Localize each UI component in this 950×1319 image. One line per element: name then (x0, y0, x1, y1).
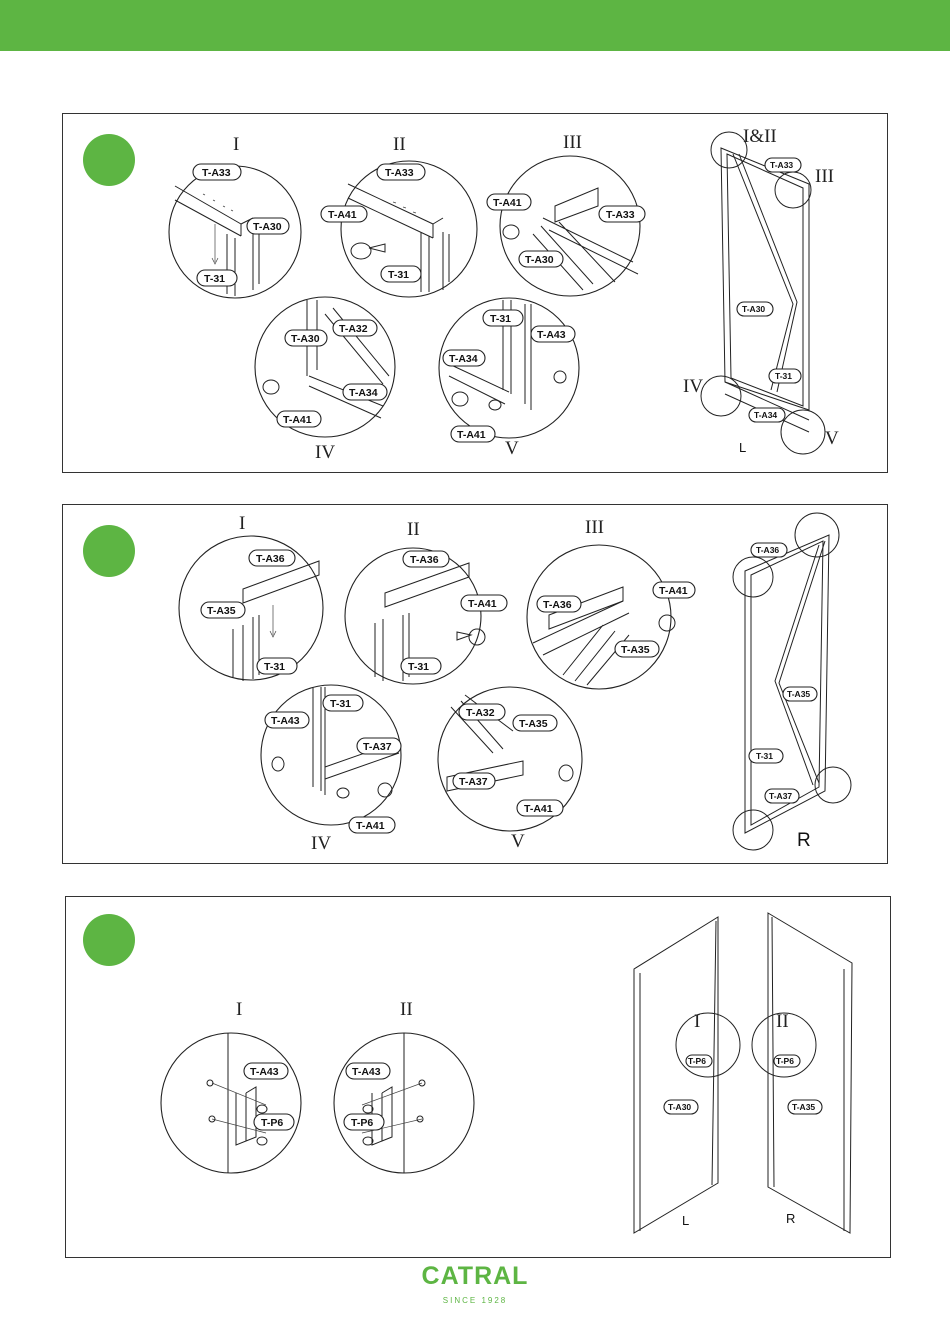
step3-overview-panels: I II T-P6 T-P6 T-A30 T-A35 L R (633, 912, 853, 1234)
step3-overview-title-I: I (694, 1011, 700, 1032)
step3-detail-II: II T-A43 T-P6 (333, 999, 475, 1174)
step1-overview-frame: I&II III IV V T-A33 T-A30 T-31 T-A34 L (683, 126, 839, 455)
step-1-illustration: I T-A33 T-A30 T-31 II T-A41 T-A33 (168, 126, 839, 463)
step3-ov-label-T-A30: T-A30 (668, 1102, 691, 1112)
step1-label-T-A41-d: T-A41 (457, 429, 486, 441)
step-2-panel: I T-A36 T-A35 T-31 II T-A36 T-A41 T-31 (62, 504, 888, 864)
step2-label-T-A37-a: T-A37 (363, 741, 392, 753)
step-3-illustration: I T-A43 T-P6 II T-A43 (160, 912, 853, 1234)
step1-label-T-31-b: T-31 (388, 269, 409, 281)
step1-label-T-A32-a: T-A32 (339, 323, 368, 335)
step3-detail-I: I T-A43 T-P6 (160, 999, 302, 1174)
step2-title-V: V (511, 831, 525, 852)
step1-title-IV: IV (315, 442, 335, 463)
header-bar (0, 0, 950, 51)
step-1-marker (83, 134, 135, 186)
step1-detail-IV: IV T-A30 T-A32 T-A34 T-A41 (254, 296, 396, 463)
step-3-panel: I T-A43 T-P6 II T-A43 (65, 896, 891, 1258)
step2-label-T-A41-a: T-A41 (468, 598, 497, 610)
step2-label-T-A43-a: T-A43 (271, 715, 300, 727)
step1-label-T-A34-b: T-A34 (449, 353, 478, 365)
step2-label-T-A32-a: T-A32 (466, 707, 495, 719)
step2-label-T-A36-c: T-A36 (543, 599, 572, 611)
step2-detail-III: III T-A36 T-A41 T-A35 (526, 517, 696, 690)
step1-detail-III: III T-A41 T-A33 T-A30 (486, 132, 646, 297)
step2-label-T-A41-d: T-A41 (524, 803, 553, 815)
step1-label-T-A41-a: T-A41 (328, 209, 357, 221)
step1-detail-I: I T-A33 T-A30 T-31 (168, 134, 302, 299)
step3-title-II: II (400, 999, 413, 1020)
step2-ov-label-T-A36: T-A36 (756, 545, 779, 555)
step2-label-T-A37-b: T-A37 (459, 776, 488, 788)
step1-label-T-A33-b: T-A33 (385, 167, 414, 179)
step3-ov-label-T-P6-a: T-P6 (688, 1056, 706, 1066)
step1-label-T-A30-b: T-A30 (525, 254, 554, 266)
step1-overview-title-I&II: I&II (743, 126, 777, 147)
step1-title-I: I (233, 134, 239, 155)
step1-label-T-31-c: T-31 (490, 313, 511, 325)
step3-side-label-R: R (786, 1211, 795, 1226)
step2-label-T-A35-c: T-A35 (519, 718, 548, 730)
step3-overview-title-II: II (776, 1011, 789, 1032)
step3-ov-label-T-P6-b: T-P6 (776, 1056, 794, 1066)
step2-label-T-A35-b: T-A35 (621, 644, 650, 656)
step2-title-IV: IV (311, 833, 331, 854)
step1-label-T-A41-c: T-A41 (283, 414, 312, 426)
step-2-marker (83, 525, 135, 577)
step2-ov-label-T-31: T-31 (756, 751, 773, 761)
step1-label-T-A34-a: T-A34 (349, 387, 378, 399)
step2-title-I: I (239, 513, 245, 534)
step1-label-T-A43-a: T-A43 (537, 329, 566, 341)
step2-label-T-31-b: T-31 (408, 661, 429, 673)
step2-detail-V: V T-A32 T-A35 T-A37 T-A41 (437, 686, 583, 852)
brand-tagline: SINCE 1928 (442, 1296, 508, 1305)
step2-label-T-31-c: T-31 (330, 698, 351, 710)
step2-label-T-A36-a: T-A36 (256, 553, 285, 565)
step1-title-III: III (563, 132, 582, 153)
step2-label-T-A35-a: T-A35 (207, 605, 236, 617)
step1-ov-label-T-31: T-31 (775, 371, 792, 381)
step2-label-T-A41-b: T-A41 (659, 585, 688, 597)
brand-logo: CATRAL (421, 1262, 529, 1290)
step2-label-T-A41-c: T-A41 (356, 820, 385, 832)
step2-title-III: III (585, 517, 604, 538)
step1-ov-label-T-A30: T-A30 (742, 304, 765, 314)
step1-overview-title-III: III (815, 166, 834, 187)
step2-side-label: R (797, 830, 811, 851)
step1-detail-II: II T-A41 T-A33 T-31 (320, 134, 478, 298)
step1-side-label: L (739, 440, 746, 455)
step3-label-T-A43-a: T-A43 (250, 1066, 279, 1078)
step-2-illustration: I T-A36 T-A35 T-31 II T-A36 T-A41 T-31 (178, 512, 852, 854)
step2-ov-label-T-A37: T-A37 (769, 791, 792, 801)
step1-label-T-A30-a: T-A30 (253, 221, 282, 233)
step2-detail-I: I T-A36 T-A35 T-31 (178, 513, 324, 681)
step1-label-T-A41-b: T-A41 (493, 197, 522, 209)
step1-label-T-A33-a: T-A33 (202, 167, 231, 179)
step2-overview-frame: T-A36 T-A35 T-31 T-A37 R (732, 512, 852, 851)
step1-overview-title-V: V (825, 428, 839, 449)
step1-label-T-A30-c: T-A30 (291, 333, 320, 345)
step3-side-label-L: L (682, 1213, 689, 1228)
step2-detail-II: II T-A36 T-A41 T-31 (344, 519, 508, 685)
step2-ov-label-T-A35: T-A35 (787, 689, 810, 699)
step1-ov-label-T-A34: T-A34 (754, 410, 777, 420)
step2-detail-IV: IV T-A43 T-31 T-A37 T-A41 (260, 684, 402, 854)
step-1-panel: I T-A33 T-A30 T-31 II T-A41 T-A33 (62, 113, 888, 473)
step1-ov-label-T-A33: T-A33 (770, 160, 793, 170)
step1-label-T-31-a: T-31 (204, 273, 225, 285)
step1-title-II: II (393, 134, 406, 155)
step3-label-T-P6-b: T-P6 (351, 1117, 373, 1129)
step2-label-T-31-a: T-31 (264, 661, 285, 673)
step3-label-T-A43-b: T-A43 (352, 1066, 381, 1078)
step3-title-I: I (236, 999, 242, 1020)
step1-detail-V: V T-31 T-A43 T-A34 T-A41 (438, 297, 580, 459)
step3-label-T-P6-a: T-P6 (261, 1117, 283, 1129)
step2-title-II: II (407, 519, 420, 540)
step1-label-T-A33-c: T-A33 (606, 209, 635, 221)
step3-ov-label-T-A35: T-A35 (792, 1102, 815, 1112)
step-3-marker (83, 914, 135, 966)
step1-overview-title-IV: IV (683, 376, 703, 397)
step1-title-V: V (505, 438, 519, 459)
step2-label-T-A36-b: T-A36 (410, 554, 439, 566)
